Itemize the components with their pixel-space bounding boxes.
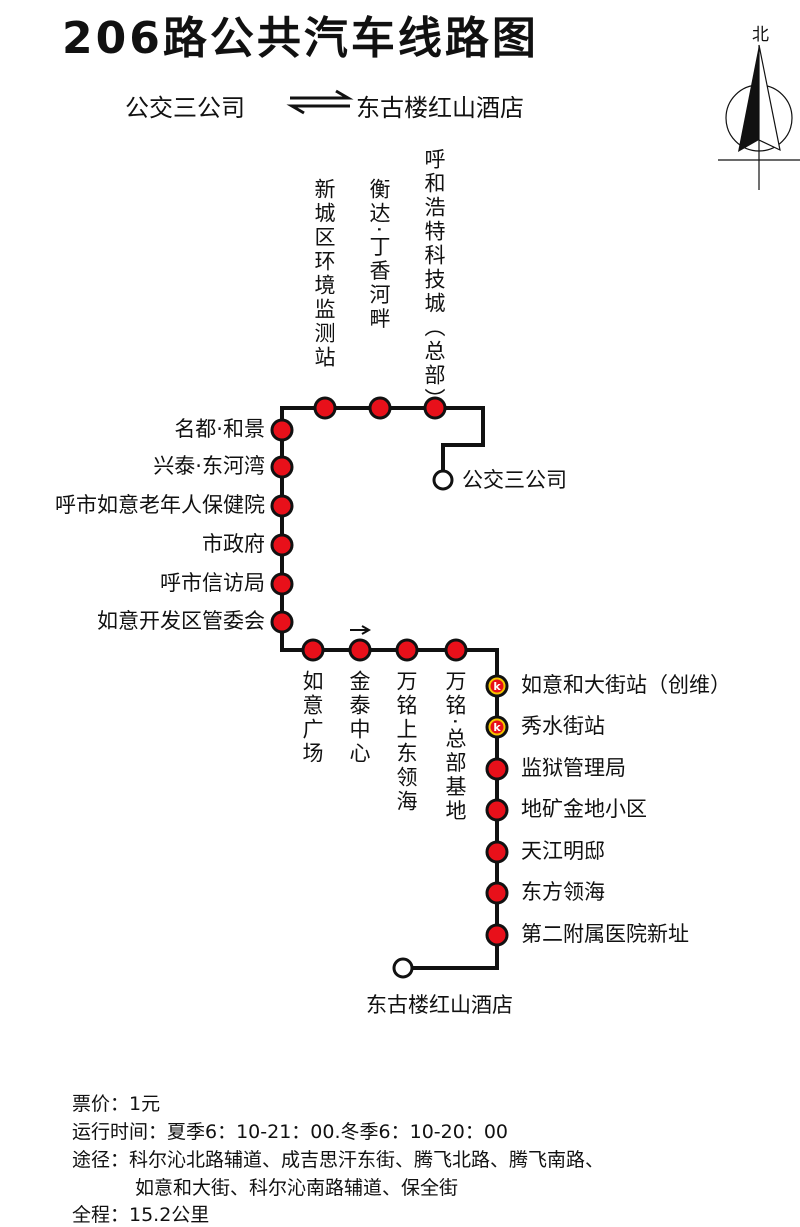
station-label: 兴泰·东河湾	[153, 454, 265, 478]
end-terminal-icon	[392, 957, 414, 979]
station-label: 监狱管理局	[521, 756, 626, 780]
station-label: 天江明邸	[521, 839, 605, 863]
station-marker	[301, 638, 325, 662]
station-label: 地矿金地小区	[521, 797, 647, 821]
station-label: 呼市信访局	[160, 571, 265, 595]
station-label: 如意和大街站（创维）	[521, 673, 731, 697]
fare-info: 票价：1元	[72, 1093, 161, 1115]
station-marker	[485, 798, 509, 822]
direction-arrow-icon	[350, 625, 372, 635]
k-letter: k	[493, 680, 501, 693]
station-marker	[348, 638, 372, 662]
page-title: 206路公共汽车线路图	[62, 13, 539, 64]
station-label: 名都·和景	[174, 417, 265, 441]
station-marker	[395, 638, 419, 662]
station-marker	[313, 396, 337, 420]
direction-from: 公交三公司	[125, 94, 245, 122]
length-info: 全程：15.2公里	[72, 1204, 210, 1226]
k-letter: k	[493, 721, 501, 734]
direction-to: 东古楼红山酒店	[356, 94, 524, 122]
station-marker	[270, 418, 294, 442]
hours-info: 运行时间：夏季6：10-21：00.冬季6：10-20：00	[72, 1121, 508, 1143]
station-marker	[485, 923, 509, 947]
station-marker	[368, 396, 392, 420]
station-label: 万铭上东领海	[394, 670, 418, 814]
compass-icon	[718, 44, 800, 190]
station-marker	[485, 757, 509, 781]
two-way-arrows-icon	[286, 89, 354, 115]
start-terminal-label: 公交三公司	[462, 468, 567, 492]
station-marker	[270, 533, 294, 557]
station-marker	[270, 572, 294, 596]
station-marker	[485, 881, 509, 905]
station-marker	[270, 610, 294, 634]
station-label: 金泰中心	[347, 670, 371, 766]
route-info-line1: 途径：科尔沁北路辅道、成吉思汗东街、腾飞北路、腾飞南路、	[72, 1149, 605, 1171]
k-station-inner	[490, 679, 504, 693]
k-station-inner	[490, 720, 504, 734]
station-marker	[270, 455, 294, 479]
compass-north-label: 北	[752, 25, 769, 45]
station-label: 万铭·总部基地	[443, 670, 467, 824]
station-label: 如意广场	[300, 670, 324, 766]
station-marker	[444, 638, 468, 662]
station-marker	[270, 494, 294, 518]
station-label: 新城区环境监测站	[312, 178, 336, 370]
station-label: 衡达·丁香河畔	[367, 178, 391, 332]
station-label: 呼和浩特科技城（总部）	[422, 148, 446, 412]
station-label: 东方领海	[521, 880, 605, 904]
station-label: 呼市如意老年人保健院	[55, 493, 265, 517]
station-label: 市政府	[202, 532, 265, 556]
station-label: 秀水街站	[521, 714, 605, 738]
end-terminal-label: 东古楼红山酒店	[366, 993, 513, 1017]
station-marker	[423, 396, 447, 420]
route-info-line2: 如意和大街、科尔沁南路辅道、保全街	[135, 1177, 459, 1199]
start-terminal-icon	[432, 469, 454, 491]
station-marker	[485, 840, 509, 864]
station-label: 第二附属医院新址	[521, 922, 689, 946]
station-label: 如意开发区管委会	[97, 609, 265, 633]
